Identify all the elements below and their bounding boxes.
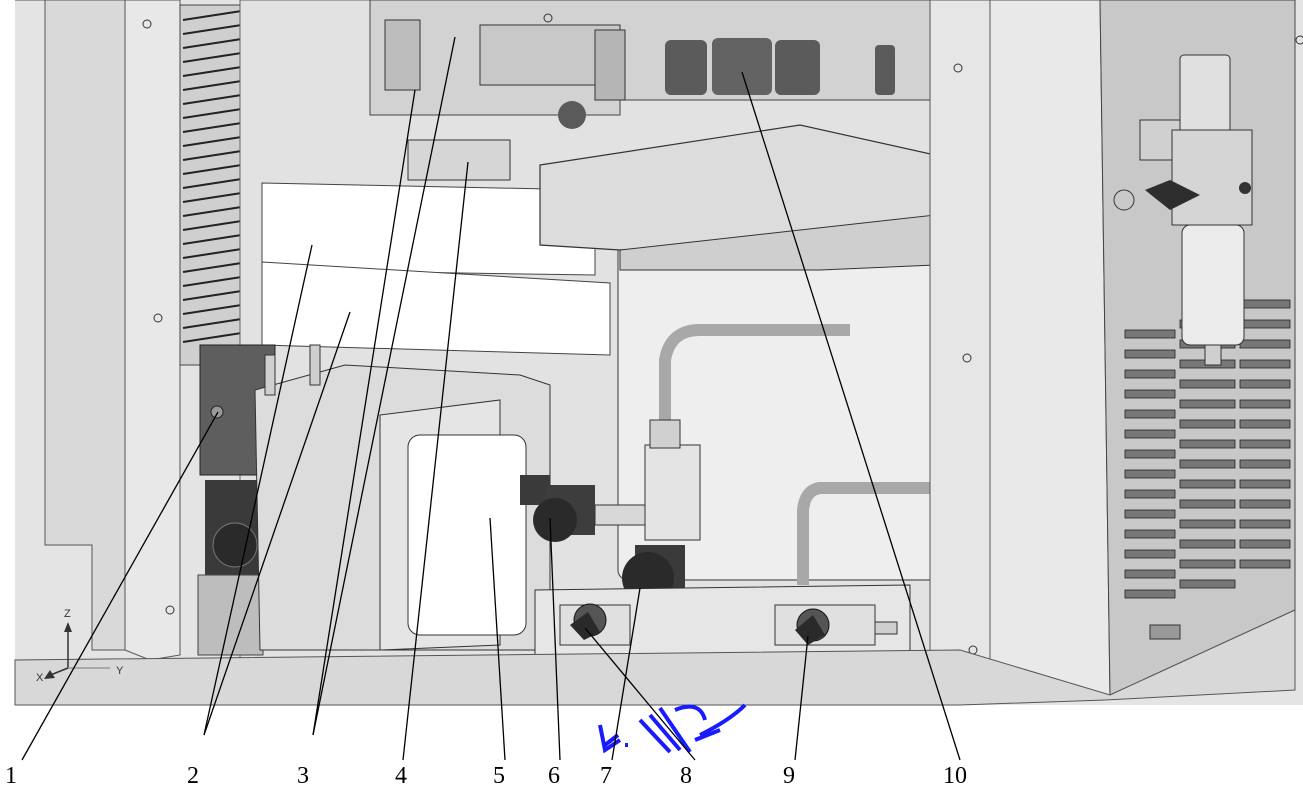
callout-2: 2 (187, 763, 199, 789)
manifold-block (644, 419, 701, 541)
leader-8 (584, 627, 696, 761)
leader-3b (312, 36, 456, 736)
callout-8: 8 (680, 763, 692, 789)
leader-5 (489, 517, 506, 761)
coolant-pipe (659, 324, 850, 440)
frame-screw (1295, 35, 1303, 45)
leader-1 (21, 411, 219, 761)
axis-label-x: X (36, 672, 44, 684)
callout-5: 5 (493, 763, 505, 789)
leader-lines (21, 36, 961, 761)
pressure-gauge-9 (774, 604, 898, 646)
relay-block (384, 19, 421, 91)
frame-screw (953, 63, 963, 73)
frame-screw (153, 313, 163, 323)
callout-7: 7 (600, 763, 612, 789)
filter-module (407, 139, 511, 181)
leader-4 (402, 161, 469, 761)
leader-2a (203, 244, 313, 736)
capacitors (665, 38, 895, 95)
callout-9: 9 (783, 763, 795, 789)
coolant-pipe-2 (797, 482, 945, 585)
panel-hole (1113, 189, 1135, 211)
axis-label-z: Z (64, 608, 71, 620)
coordinate-axis-icon: Z X Y (36, 608, 124, 684)
callout-10: 10 (943, 763, 967, 789)
ventilation-louvers (1124, 299, 1291, 599)
right-door-edge (989, 0, 1111, 701)
circuit-board-upper (261, 182, 596, 276)
frame-screw (543, 13, 553, 23)
air-filter-regulator (1139, 54, 1253, 366)
hose-fitting (1149, 624, 1181, 640)
frame-screw (142, 19, 152, 29)
circuit-board-lower (261, 261, 611, 356)
bracket-lip (619, 214, 936, 271)
callout-3: 3 (297, 763, 309, 789)
post (309, 344, 321, 386)
frame-screw (165, 605, 175, 615)
post (264, 354, 276, 396)
top-shelf (369, 0, 931, 116)
leader-10 (741, 71, 961, 761)
callout-6: 6 (548, 763, 560, 789)
right-frame-post (929, 0, 991, 701)
callout-4: 4 (395, 763, 407, 789)
gear (212, 522, 258, 568)
blue-scribble-mark (598, 703, 747, 754)
leader-6 (549, 517, 561, 761)
leader-9 (794, 635, 809, 761)
frame-screw (962, 353, 972, 363)
axis-label-y: Y (116, 665, 124, 677)
callout-1: 1 (5, 763, 17, 789)
mounting-bolt (210, 405, 224, 419)
contactor (594, 29, 626, 101)
grommet (558, 101, 586, 129)
leader-7 (611, 587, 641, 761)
base-plate (14, 609, 1296, 706)
leader-3a (312, 89, 416, 736)
leader-2b (203, 311, 351, 736)
transformer-coil (407, 434, 527, 636)
pressure-gauge-8 (559, 603, 631, 646)
solenoid-valve-6 (520, 475, 656, 542)
left-frame-post (124, 0, 181, 661)
